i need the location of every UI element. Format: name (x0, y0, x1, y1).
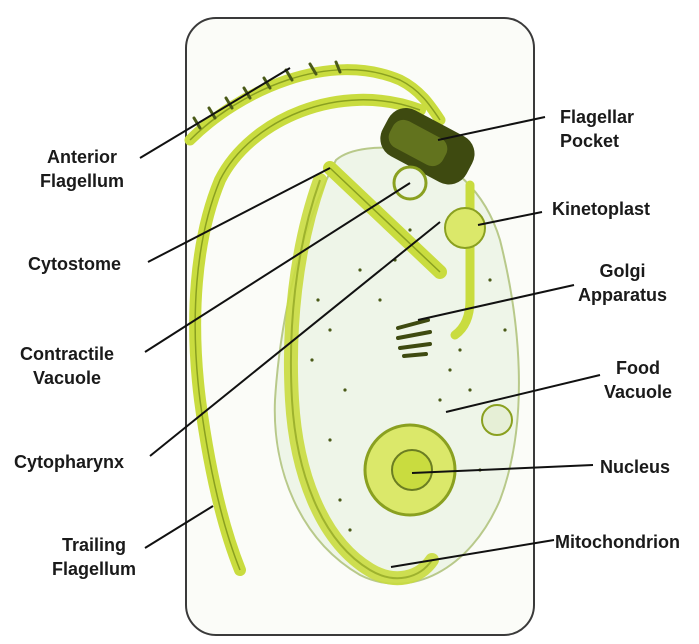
label-mitochondrion: Mitochondrion (555, 530, 680, 554)
label-anterior-flagellum: Anterior Flagellum (40, 145, 124, 193)
label-trailing-flagellum: Trailing Flagellum (52, 533, 136, 581)
label-contractile-vacuole: Contractile Vacuole (20, 342, 114, 390)
label-cytostome: Cytostome (28, 252, 121, 276)
label-golgi-apparatus: Golgi Apparatus (578, 259, 667, 307)
label-nucleus: Nucleus (600, 455, 670, 479)
label-food-vacuole: Food Vacuole (604, 356, 672, 404)
label-kinetoplast: Kinetoplast (552, 197, 650, 221)
kinetoplast-shape (445, 208, 485, 248)
label-flagellar-pocket: Flagellar Pocket (560, 105, 634, 153)
label-cytopharynx: Cytopharynx (14, 450, 124, 474)
food-vacuole-shape (482, 405, 512, 435)
